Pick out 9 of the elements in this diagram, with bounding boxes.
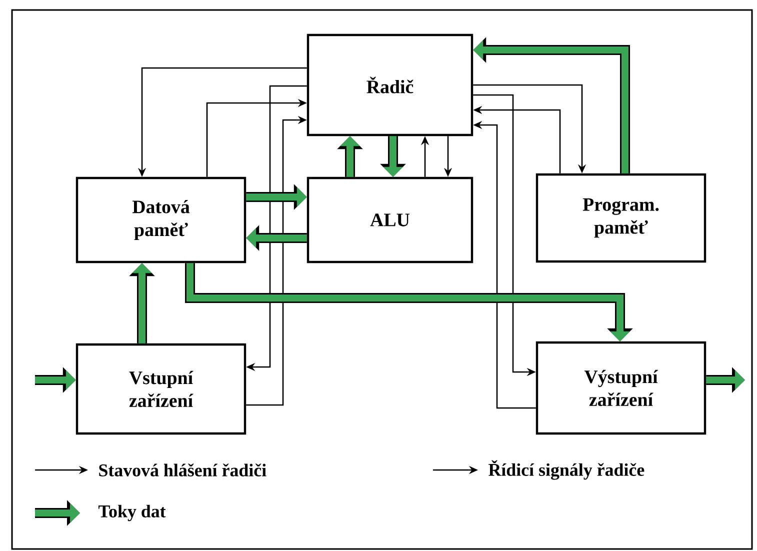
legend-text: Řídicí signály řadiče (488, 460, 644, 480)
legend-text: Toky dat (98, 504, 166, 522)
block-box: Řadič (306, 34, 474, 136)
block-box: Program. paměť (536, 173, 706, 263)
legend-text: Stavová hlášení řadiči (99, 464, 266, 476)
block-box: Vstupní zařízení (76, 343, 246, 435)
block-box: ALU (306, 176, 474, 264)
block-box: Výstupní zařízení (536, 341, 706, 435)
block-box: Datová paměť (76, 176, 246, 264)
